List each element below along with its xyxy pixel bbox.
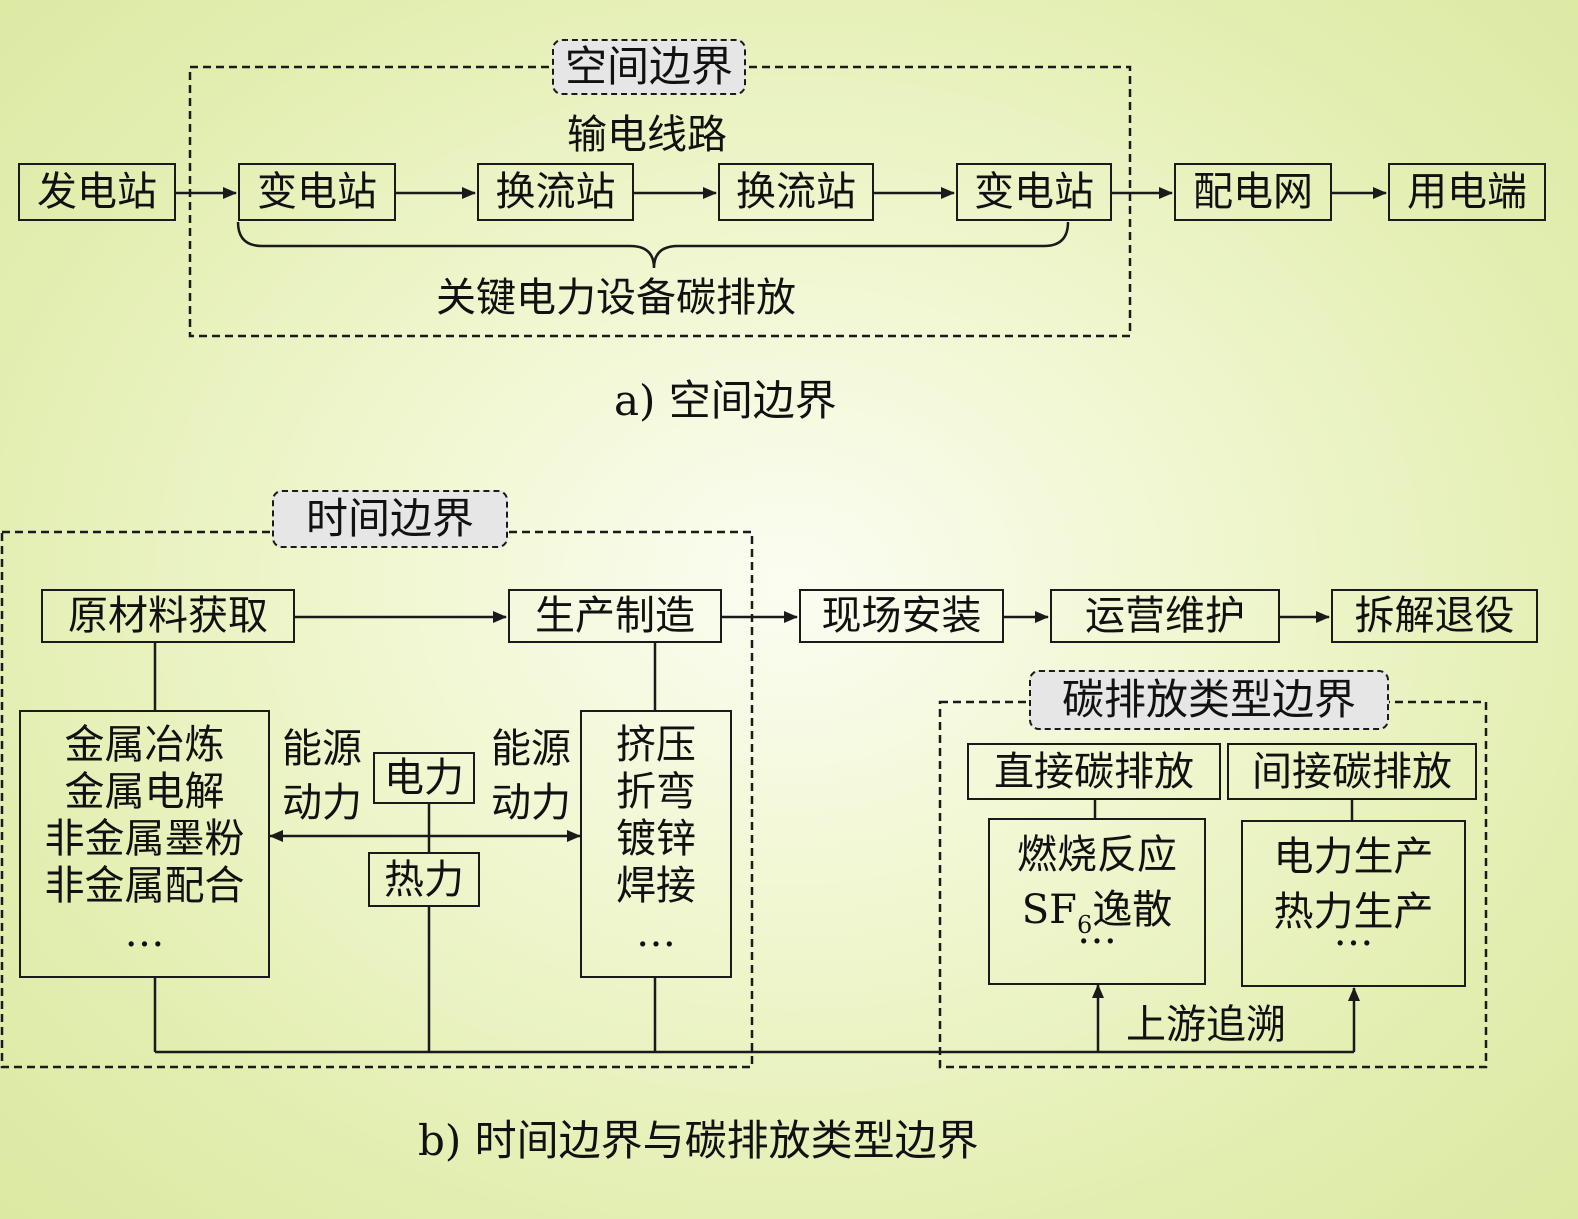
raw-process-item: 金属电解 <box>64 769 225 815</box>
raw-process-item: 金属冶炼 <box>64 722 225 768</box>
equipment-brace <box>236 221 1070 269</box>
direct-items-ellipsis: … <box>1077 907 1117 953</box>
node-substation-2-label: 变电站 <box>974 169 1094 215</box>
temporal-boundary <box>0 530 754 1069</box>
node-power-station-label: 发电站 <box>37 169 157 215</box>
stage-decommission-label: 拆解退役 <box>1354 593 1515 639</box>
manu-process-item: 焊接 <box>616 863 696 909</box>
manu-process-item: 镀锌 <box>616 816 696 862</box>
node-substation-2 <box>956 163 1112 221</box>
raw-process-item: 非金属墨粉 <box>44 816 245 862</box>
stage-installation <box>799 589 1004 643</box>
node-converter-2 <box>718 163 874 221</box>
caption-b: b) 时间边界与碳排放类型边界 <box>418 1116 979 1165</box>
indirect-item-electricity: 电力生产 <box>1273 834 1434 880</box>
caption-a: a) 空间边界 <box>614 376 837 425</box>
node-converter-1-label: 换流站 <box>495 169 616 215</box>
node-distribution-grid-label: 配电网 <box>1193 169 1313 215</box>
indirect-items-box <box>1241 820 1466 987</box>
node-power-station <box>18 163 176 221</box>
node-substation-1-label: 变电站 <box>257 169 377 215</box>
indirect-emission-box <box>1227 743 1477 800</box>
node-converter-2-label: 换流站 <box>736 169 856 215</box>
direct-emission-label: 直接碳排放 <box>994 748 1194 795</box>
stage-operation <box>1050 589 1280 643</box>
manu-process-ellipsis: … <box>636 910 676 956</box>
indirect-items-ellipsis: … <box>1333 909 1374 955</box>
spatial-boundary-tag: 空间边界 <box>552 39 746 95</box>
heat-label: 热力 <box>384 856 464 903</box>
direct-item-combustion: 燃烧反应 <box>1017 832 1177 878</box>
emission-type-tag: 碳排放类型边界 <box>1029 670 1389 730</box>
manu-process-item: 折弯 <box>616 769 696 815</box>
direct-emission-box <box>967 743 1221 800</box>
electricity-box <box>373 752 475 804</box>
direct-items-list: 燃烧反应 SF6逸散 … <box>988 828 1206 953</box>
indirect-item-heat: 热力生产 <box>1273 889 1434 935</box>
node-substation-1 <box>238 163 396 221</box>
temporal-boundary-tag: 时间边界 <box>272 490 508 548</box>
direct-item-sf6: SF6逸散 <box>1021 887 1173 939</box>
node-converter-1 <box>477 163 634 221</box>
indirect-emission-label: 间接碳排放 <box>1252 748 1452 795</box>
raw-process-item: 非金属配合 <box>44 863 245 909</box>
stage-raw-material-label: 原材料获取 <box>68 593 268 639</box>
manu-process-item: 挤压 <box>616 722 696 768</box>
direct-items-box <box>988 818 1206 985</box>
raw-process-ellipsis: … <box>124 910 165 956</box>
energy-label-left: 能源 动力 <box>282 726 362 826</box>
node-distribution-grid <box>1174 163 1332 221</box>
node-end-user <box>1388 163 1546 221</box>
upstream-trace-label: 上游追溯 <box>1126 1002 1286 1048</box>
transmission-line-label: 输电线路 <box>567 112 727 158</box>
stage-manufacturing-label: 生产制造 <box>535 593 695 639</box>
raw-process-box <box>19 710 270 978</box>
stage-decommission <box>1331 589 1538 643</box>
stage-operation-label: 运营维护 <box>1085 593 1245 639</box>
heat-box <box>368 852 480 907</box>
raw-process-list: 金属冶炼 金属电解 非金属墨粉 非金属配合 … <box>19 722 270 957</box>
indirect-items-list: 电力生产 热力生产 … <box>1241 830 1466 955</box>
stage-manufacturing <box>508 589 722 643</box>
stage-installation-label: 现场安装 <box>821 593 982 639</box>
energy-label-right: 能源 动力 <box>491 726 571 826</box>
stage-raw-material <box>41 589 295 643</box>
manu-process-box <box>580 710 732 978</box>
node-end-user-label: 用电端 <box>1407 169 1527 215</box>
manu-process-list: 挤压 折弯 镀锌 焊接 … <box>580 722 732 957</box>
key-equipment-emission-label: 关键电力设备碳排放 <box>436 275 796 321</box>
electricity-label: 电力 <box>384 755 464 801</box>
